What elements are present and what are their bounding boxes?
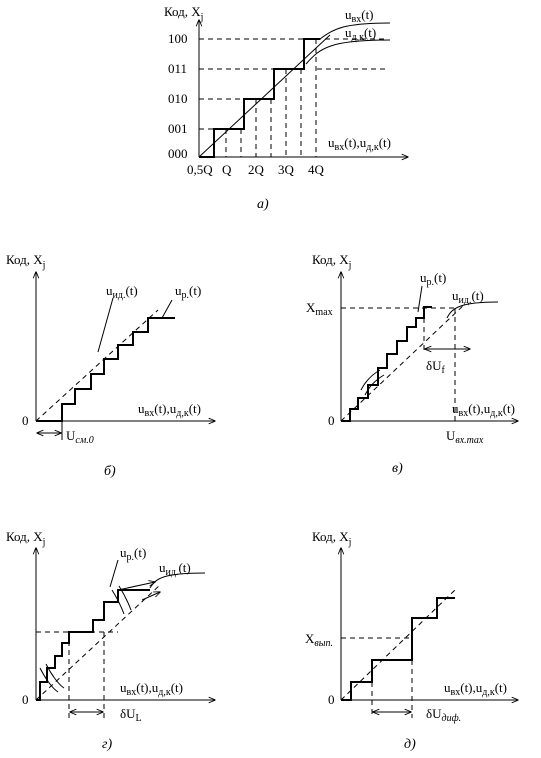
- panel-d-caption: д): [404, 737, 416, 752]
- panel-v-real-label: uр.(t): [420, 270, 446, 288]
- panel-a-udk-label: uд,к(t): [345, 25, 376, 43]
- panel-g-ideal-label: uид.(t): [159, 560, 191, 578]
- code-label: 010: [168, 91, 188, 106]
- panel-g-staircase: [36, 589, 150, 701]
- panel-v-staircase: [341, 306, 432, 422]
- panel-b-origin: 0: [22, 413, 29, 428]
- x-tick: 2Q: [248, 162, 265, 177]
- panel-v-ideal-label: uид.(t): [452, 288, 484, 306]
- code-label: 001: [168, 121, 188, 136]
- panel-v-break-mark: [360, 369, 381, 391]
- panel-v-origin: 0: [328, 413, 335, 428]
- panel-d-x-label: uвх(t),uд,к(t): [444, 680, 507, 698]
- panel-v-caption: в): [392, 461, 403, 476]
- panel-a-ticks: [199, 38, 203, 130]
- code-label: 000: [168, 146, 188, 161]
- panel-b-x-label: uвх(t),uд,к(t): [138, 401, 201, 419]
- panel-b-ideal-label: uид.(t): [106, 283, 138, 301]
- panel-a-code-labels: 000 001 010 011 100: [168, 31, 188, 161]
- panel-g-x-label: uвх(t),uд,к(t): [120, 680, 183, 698]
- panel-v-umax-label: Uвх.max: [446, 428, 484, 446]
- panel-v-y-label: Код, Xj: [312, 252, 351, 271]
- panel-b: Код, Xj 0 uид.(t) uр.(t) uвх(t),uд,к(t) …: [6, 252, 215, 479]
- panel-v: Код, Xj 0 Xmax δUf uр.(t) uид.(t) uвх(t)…: [306, 252, 518, 476]
- panel-g: Код, Xj 0 uр.(t) uид.(t) uвх(t),uд,к(t) …: [6, 529, 215, 752]
- x-tick: Q: [222, 162, 232, 177]
- panel-d-du-label: δUдиф.: [426, 706, 461, 724]
- panel-g-break-mark: [39, 667, 59, 693]
- panel-g-y-label: Код, Xj: [6, 529, 45, 548]
- panel-b-ideal-line: [35, 309, 159, 422]
- panel-v-xmax-label: Xmax: [306, 300, 333, 318]
- panel-g-origin: 0: [22, 692, 29, 707]
- x-tick: 3Q: [278, 162, 295, 177]
- panel-g-du-label: δUL: [120, 706, 142, 724]
- panel-d-xv-label: Xвып.: [305, 631, 333, 649]
- panel-v-du-label: δUf: [426, 358, 446, 376]
- panel-b-real-label: uр.(t): [175, 283, 201, 301]
- panel-v-x-label: uвх(t),uд,к(t): [452, 401, 515, 419]
- x-tick: 0,5Q: [187, 162, 213, 177]
- panel-a-x-label: uвх(t),uд,к(t): [328, 135, 391, 153]
- panel-a-y-label: Код, Xj: [164, 4, 203, 23]
- panel-v-ideal-line: [340, 303, 466, 422]
- panel-g-caption: г): [102, 737, 112, 752]
- panel-a-caption: а): [257, 197, 269, 212]
- code-label: 011: [168, 61, 187, 76]
- panel-g-real-label: uр.(t): [120, 545, 146, 563]
- panel-a-uin-label: uвх(t): [345, 7, 374, 25]
- code-label: 100: [168, 31, 188, 46]
- panel-d: Код, Xj 0 Xвып. uвх(t),uд,к(t) δUдиф. д): [305, 529, 518, 752]
- x-tick: 4Q: [308, 162, 325, 177]
- panel-b-staircase: [36, 317, 175, 422]
- panel-b-caption: б): [104, 464, 116, 479]
- panel-a-staircase: [199, 38, 320, 158]
- panel-a-ideal-line: [198, 34, 331, 158]
- panel-a: Код, Xj 000 001 010 011 100: [164, 4, 408, 212]
- panel-d-y-label: Код, Xj: [312, 529, 351, 548]
- panel-a-x-ticks: 0,5Q Q 2Q 3Q 4Q: [187, 162, 325, 177]
- panel-b-offset-label: Uсм.0: [66, 428, 94, 446]
- panel-b-y-label: Код, Xj: [6, 252, 45, 271]
- panel-d-staircase: [341, 597, 455, 701]
- panel-d-origin: 0: [328, 692, 335, 707]
